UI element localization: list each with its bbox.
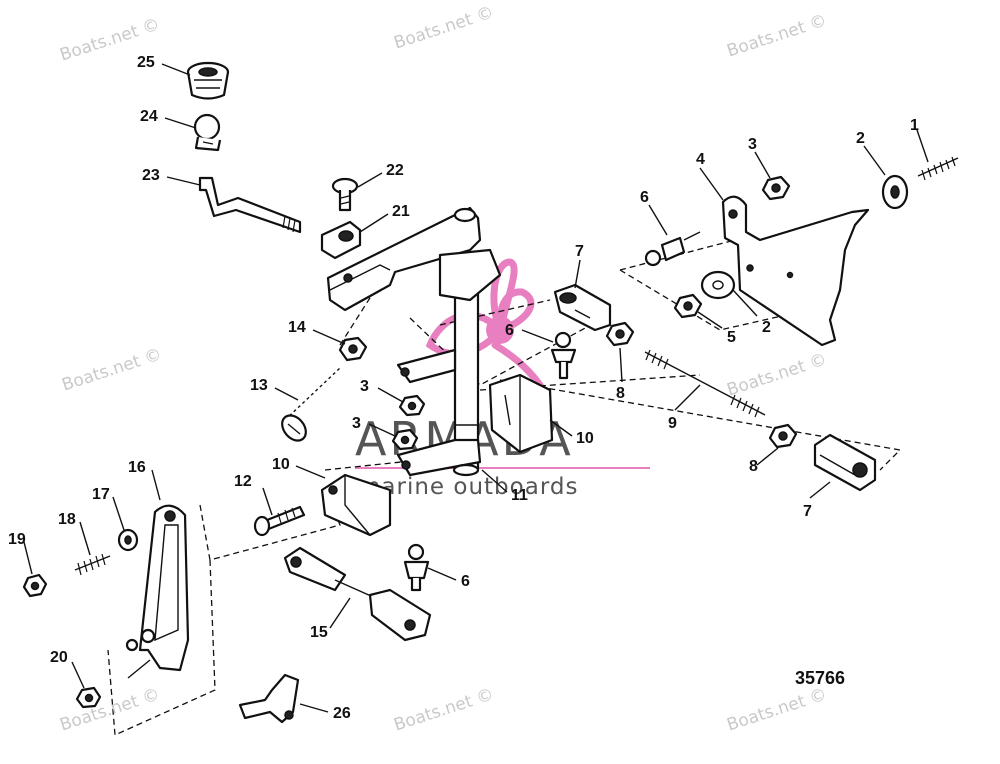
callout-20: 20 xyxy=(50,649,68,666)
part-9-threaded-rod xyxy=(644,349,766,418)
callout-21: 21 xyxy=(392,203,410,220)
part-6-ball-stud xyxy=(403,543,430,592)
callout-4: 4 xyxy=(696,151,705,168)
part-3-nut xyxy=(398,394,426,417)
figure-number: 35766 xyxy=(795,668,846,688)
part-8-nut xyxy=(768,423,798,449)
part-8-nut xyxy=(605,321,635,347)
part-2-washer xyxy=(700,270,736,300)
part-21-throttle-arm xyxy=(320,206,502,477)
callout-16: 16 xyxy=(128,459,146,476)
callout-22: 22 xyxy=(386,162,404,179)
part-19-nut xyxy=(22,573,48,598)
part-12-bolt xyxy=(253,505,306,537)
callout-18: 18 xyxy=(58,511,76,528)
callout-8: 8 xyxy=(749,458,758,475)
callout-2: 2 xyxy=(762,319,771,336)
part-5-nut xyxy=(673,293,703,319)
callout-12: 12 xyxy=(234,473,252,490)
part-14-nut xyxy=(338,336,368,362)
part-1-screw xyxy=(917,156,959,181)
part-15-link-rod xyxy=(283,546,432,642)
logo-hub-icon xyxy=(486,316,514,344)
part-7-ball-socket xyxy=(553,283,612,332)
callout-3: 3 xyxy=(352,415,361,432)
callout-10: 10 xyxy=(272,456,290,473)
callout-25: 25 xyxy=(137,54,155,71)
part-26-clip xyxy=(238,673,300,724)
part-23-throttle-rod xyxy=(198,176,302,234)
part-20-nut xyxy=(75,686,102,709)
part-4-bracket xyxy=(721,195,870,347)
callout-24: 24 xyxy=(140,108,158,125)
logo-tagline: marine outboards xyxy=(358,474,578,500)
part-6-ball-stud xyxy=(550,331,577,380)
callout-15: 15 xyxy=(310,624,328,641)
part-3-nut xyxy=(391,428,419,451)
part-24-ball-socket xyxy=(193,113,222,152)
part-25-bushing xyxy=(186,61,230,100)
callout-2: 2 xyxy=(856,130,865,147)
part-6-ball-stud xyxy=(644,231,701,267)
callout-6: 6 xyxy=(640,189,649,206)
part-17-washer xyxy=(117,528,139,552)
part-10-block xyxy=(320,473,392,537)
part-2-washer xyxy=(881,174,909,210)
callout-7: 7 xyxy=(575,243,584,260)
leader-lines xyxy=(23,63,929,713)
part-13-spring xyxy=(281,367,341,442)
callout-7: 7 xyxy=(803,503,812,520)
callout-3: 3 xyxy=(748,136,757,153)
callout-labels: 25 24 23 22 21 14 13 3 3 10 12 16 17 18 … xyxy=(8,54,919,722)
callout-3: 3 xyxy=(360,378,369,395)
callout-14: 14 xyxy=(288,319,306,336)
callout-13: 13 xyxy=(250,377,268,394)
callout-6: 6 xyxy=(505,322,514,339)
callout-23: 23 xyxy=(142,167,160,184)
callout-26: 26 xyxy=(333,705,351,722)
callout-1: 1 xyxy=(910,117,919,134)
callout-19: 19 xyxy=(8,531,26,548)
callout-17: 17 xyxy=(92,486,110,503)
part-16-lever xyxy=(125,504,190,679)
callout-8: 8 xyxy=(616,385,625,402)
callout-6: 6 xyxy=(461,573,470,590)
part-7-ball-socket xyxy=(813,433,877,492)
part-22-screw xyxy=(331,177,359,212)
callout-10: 10 xyxy=(576,430,594,447)
callout-5: 5 xyxy=(727,329,736,346)
armada-logo: ARMADA marine outboards xyxy=(355,258,650,500)
part-10-block xyxy=(488,373,554,454)
callout-11: 11 xyxy=(511,487,528,504)
part-18-stud xyxy=(74,553,111,576)
part-3-nut xyxy=(761,175,791,201)
callout-9: 9 xyxy=(668,415,677,432)
